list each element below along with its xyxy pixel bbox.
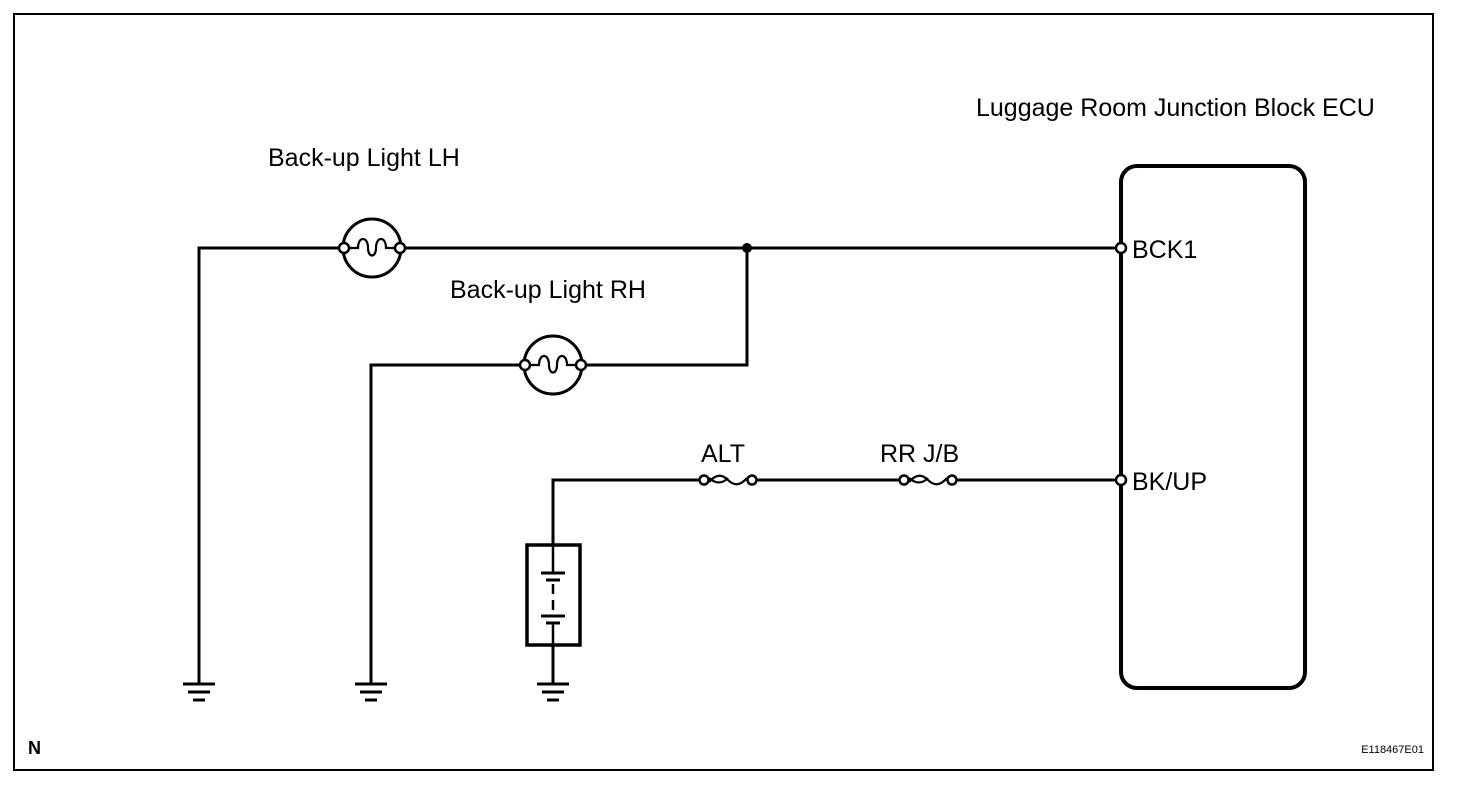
wire-rh-circuit xyxy=(369,246,749,686)
pin-bck1-label: BCK1 xyxy=(1132,236,1197,264)
wire-lh-circuit xyxy=(197,246,1119,686)
fuse-icon xyxy=(898,474,958,486)
wire-bkup-circuit xyxy=(551,478,1119,686)
fuse-icon xyxy=(698,474,758,486)
battery-icon xyxy=(525,543,582,647)
ground-icon xyxy=(537,682,569,702)
junction-dot-icon xyxy=(742,243,752,253)
ecu-block xyxy=(1119,164,1307,690)
terminal-icon xyxy=(1114,241,1128,255)
light-rh-label: Back-up Light RH xyxy=(450,276,646,304)
ground-icon xyxy=(183,682,215,702)
pin-bkup-label: BK/UP xyxy=(1132,468,1207,496)
fuse-rrjb-label: RR J/B xyxy=(880,440,959,468)
terminal-icon xyxy=(1114,473,1128,487)
corner-letter: N xyxy=(28,738,41,758)
figure-code: E118467E01 xyxy=(1361,744,1424,756)
diagram-frame xyxy=(13,13,1434,771)
fuse-alt-label: ALT xyxy=(701,440,745,468)
ecu-title: Luggage Room Junction Block ECU xyxy=(976,94,1375,122)
bulb-icon xyxy=(518,334,588,396)
ground-icon xyxy=(355,682,387,702)
light-lh-label: Back-up Light LH xyxy=(268,144,460,172)
bulb-icon xyxy=(337,217,407,279)
